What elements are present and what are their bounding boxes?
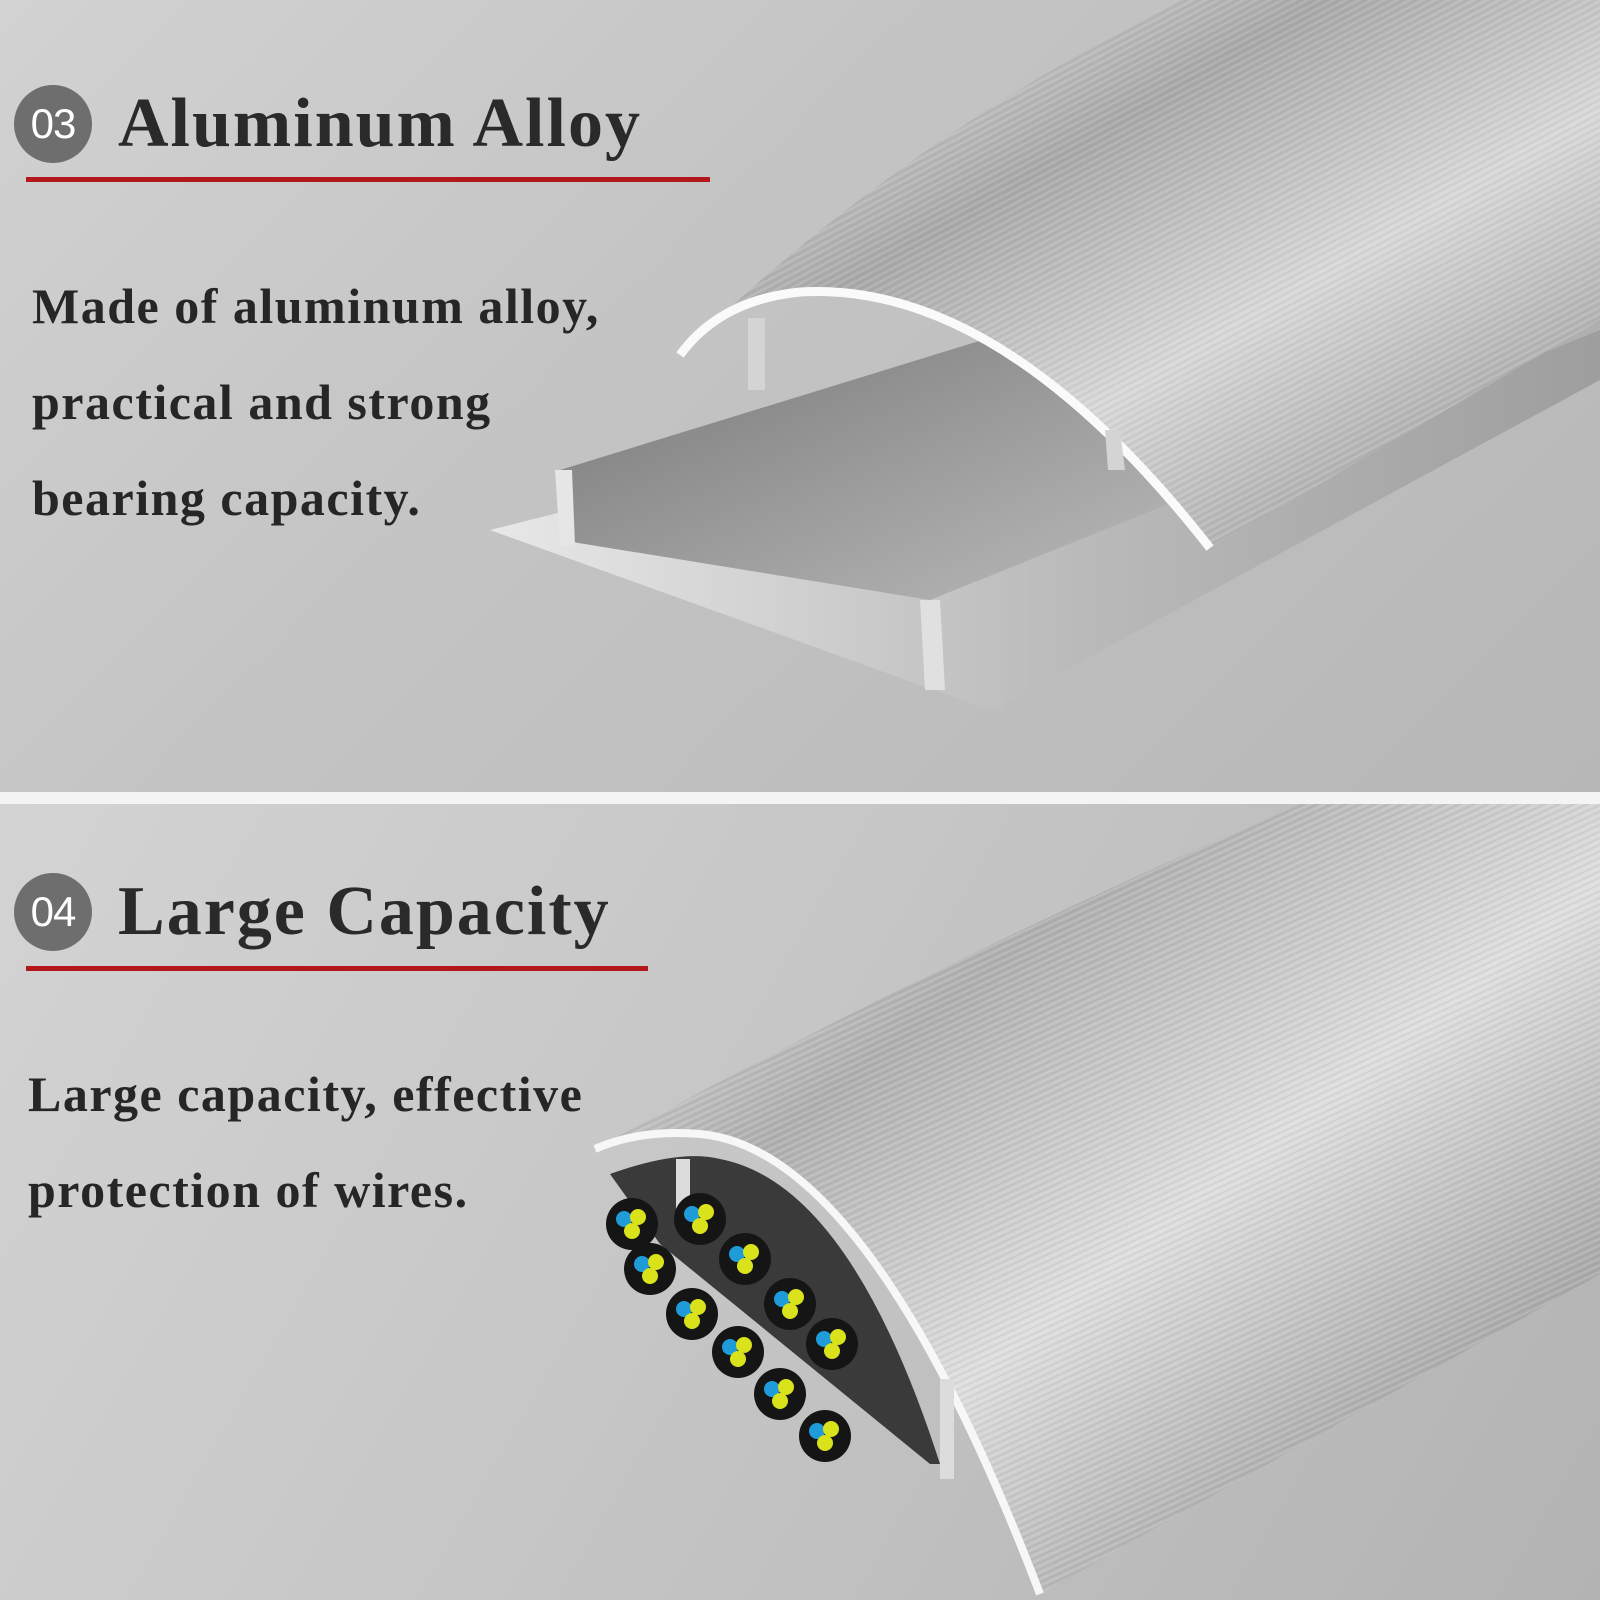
title-underline — [26, 966, 648, 971]
section-description: Large capacity, effective protection of … — [28, 1046, 583, 1238]
feature-panel-large-capacity: 04 Large Capacity Large capacity, effect… — [0, 804, 1600, 1600]
description-line: Made of aluminum alloy, — [32, 278, 600, 334]
section-title: Large Capacity — [118, 873, 611, 950]
cable-bundle — [606, 1193, 858, 1462]
section-title: Aluminum Alloy — [118, 85, 642, 162]
cable — [719, 1233, 771, 1285]
description-line: practical and strong — [32, 374, 492, 430]
title-underline — [26, 177, 710, 182]
section-description: Made of aluminum alloy, practical and st… — [32, 258, 600, 546]
cable — [806, 1318, 858, 1370]
description-line: protection of wires. — [28, 1162, 469, 1218]
cable — [606, 1198, 658, 1250]
description-line: Large capacity, effective — [28, 1066, 584, 1122]
cable-cover-with-wires-illustration — [593, 804, 1600, 1596]
section-heading-03: 03 Aluminum Alloy — [14, 84, 642, 164]
cable — [666, 1288, 718, 1340]
description-line: bearing capacity. — [32, 470, 422, 526]
panel-divider — [0, 792, 1600, 804]
section-number-badge: 04 — [14, 873, 92, 951]
arch-rim — [593, 1129, 1044, 1596]
cable — [712, 1326, 764, 1378]
channel-wall-left — [555, 470, 575, 545]
section-number-badge: 03 — [14, 85, 92, 163]
feature-panel-aluminum-alloy: 03 Aluminum Alloy Made of aluminum alloy… — [0, 0, 1600, 792]
channel-wall-right — [920, 600, 945, 690]
cable — [754, 1368, 806, 1420]
cable — [624, 1243, 676, 1295]
cable — [764, 1278, 816, 1330]
cable — [799, 1410, 851, 1462]
section-heading-04: 04 Large Capacity — [14, 872, 611, 952]
cable-cover-profile-illustration — [490, 0, 1600, 712]
cable — [674, 1193, 726, 1245]
